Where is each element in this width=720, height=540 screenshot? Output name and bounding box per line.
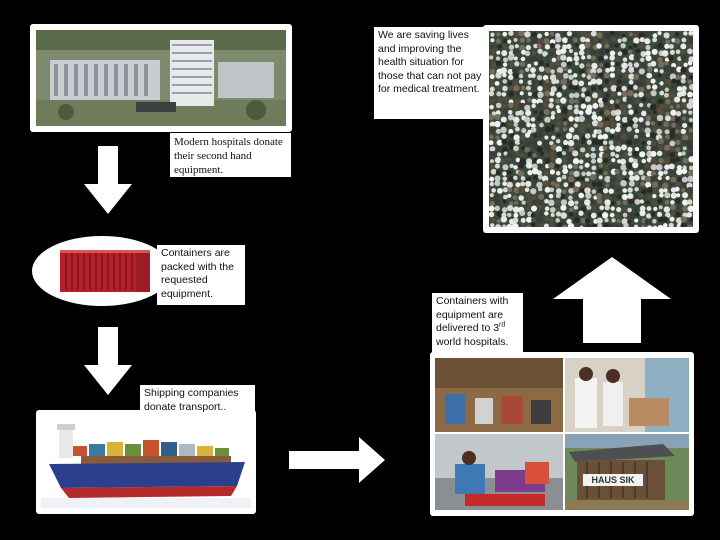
container-ship-photo <box>41 416 251 508</box>
up-arrow-icon <box>553 257 671 343</box>
ward-photo-3 <box>435 434 563 510</box>
saving-caption: We are saving lives and improving the he… <box>374 27 487 119</box>
containers-caption: Containers are packed with the requested… <box>157 245 245 305</box>
delivered-caption: Containers with equipment are delivered … <box>432 293 523 353</box>
hospital-photo-frame <box>30 24 292 132</box>
shipping-container-photo <box>60 250 150 292</box>
crowd-photo-frame <box>483 25 699 233</box>
hospital-aerial-photo <box>36 30 286 126</box>
down-arrow-icon <box>84 146 132 214</box>
third-world-hospitals-frame: HAUS SIK <box>430 352 694 516</box>
hospitals-caption: Modern hospitals donate their second han… <box>170 133 291 177</box>
haus-sik-building-photo <box>565 434 689 510</box>
haus-sik-photo: HAUS SIK <box>565 434 689 510</box>
ward-photo-2 <box>565 358 689 432</box>
right-arrow-icon <box>289 437 385 483</box>
ship-photo-frame <box>36 410 256 514</box>
shipping-caption: Shipping companies donate transport.. <box>140 385 255 417</box>
delivered-caption-text: Containers with equipment are delivered … <box>436 295 509 334</box>
ward-photo-1 <box>435 358 563 432</box>
haus-sik-sign: HAUS SIK <box>591 475 635 485</box>
down-arrow-icon <box>84 327 132 395</box>
delivered-caption-sup: rd <box>499 321 506 329</box>
crowd-photo <box>489 31 693 227</box>
delivered-caption-tail: world hospitals. <box>436 335 509 348</box>
